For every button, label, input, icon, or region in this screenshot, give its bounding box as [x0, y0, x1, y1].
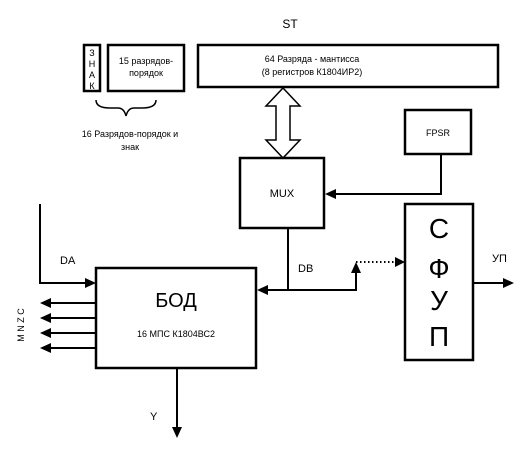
- bod-box: [94, 266, 258, 370]
- up-arrowhead: [503, 278, 514, 288]
- mantissa-box: [196, 43, 500, 89]
- sfup-letter-4: П: [429, 321, 449, 352]
- flags-label: М N Z C: [16, 308, 26, 342]
- mantissa-line1: 64 Разряда - мантисса: [265, 54, 360, 64]
- db-label: DB: [298, 263, 313, 275]
- db-branch-arrowhead: [351, 262, 361, 273]
- fpsr-label: FPSR: [426, 128, 451, 138]
- bod-sublabel: 16 МПС К1804ВС2: [137, 329, 215, 339]
- mux-box: [238, 156, 326, 230]
- fpsr-box: [403, 108, 473, 156]
- db-branch-line: [288, 272, 357, 291]
- brace-caption-line1: 16 Разрядов-порядок и: [82, 129, 178, 139]
- sign-letter-3: А: [89, 70, 95, 80]
- sign-box: [82, 43, 102, 93]
- flag-out-arrowhead-2: [40, 313, 51, 323]
- sign-letter-1: З: [89, 48, 94, 58]
- sfup-letter-3: У: [430, 285, 448, 316]
- order-box: [106, 43, 186, 93]
- st-label: ST: [282, 17, 298, 31]
- bus-double-arrow: [264, 86, 302, 160]
- sfup-letter-2: Ф: [428, 253, 449, 284]
- up-label: УП: [492, 253, 507, 265]
- mantissa-line2: (8 регистров К1804ИР2): [262, 67, 362, 77]
- brace-caption-line2: знак: [121, 142, 139, 152]
- brace: [95, 99, 157, 117]
- flag-out-arrowhead-4: [40, 343, 51, 353]
- mux-label: MUX: [270, 188, 295, 200]
- flag-out-arrowhead-3: [40, 328, 51, 338]
- flag-out-arrowhead-1: [40, 298, 51, 308]
- sign-letter-2: Н: [89, 59, 96, 69]
- order-box-line1: 15 разрядов-: [119, 56, 173, 66]
- fpsr-to-mux-line: [335, 154, 442, 195]
- sfup-box: [403, 202, 475, 362]
- bod-label: БОД: [155, 290, 197, 312]
- db-to-sfup-arrowhead: [395, 257, 405, 267]
- sign-letter-4: К: [89, 81, 95, 91]
- order-box-line2: порядок: [129, 68, 163, 78]
- da-label: DA: [60, 255, 76, 267]
- fpsr-to-mux-arrowhead: [325, 189, 336, 199]
- mux-to-bod-arrowhead: [257, 285, 268, 295]
- da-line: [39, 204, 86, 284]
- da-arrowhead: [85, 278, 96, 288]
- y-arrowhead: [172, 427, 182, 438]
- sfup-letter-1: С: [429, 213, 449, 244]
- mux-to-bod-line: [268, 228, 289, 291]
- y-label: Y: [150, 411, 158, 423]
